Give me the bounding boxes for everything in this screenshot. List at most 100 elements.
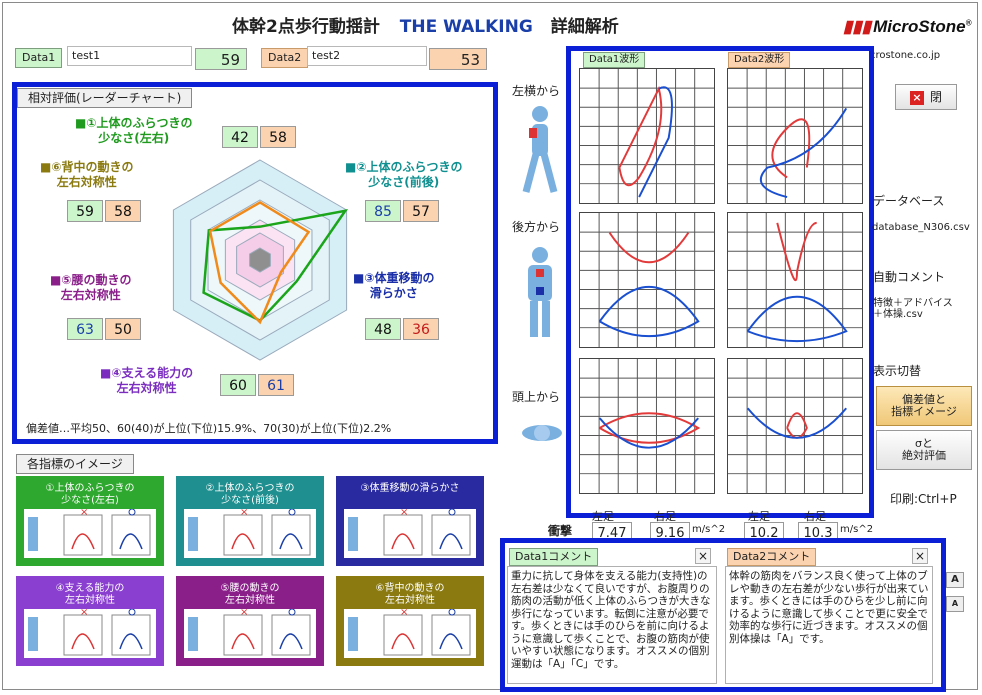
view-top-label: 頭上から xyxy=(512,390,561,404)
data2-comment-text[interactable]: 体幹の筋肉をバランス良く使って上体のブレや動きの左右差が少ない歩行が出来ています… xyxy=(725,566,933,684)
data1-comment-text[interactable]: 重力に抗して身体を支える能力(支持性)の左右差は少なくて良いですが、お腹周りの筋… xyxy=(507,566,717,684)
axis1-label-text: ■①上体のふらつきの 少なさ(左右) xyxy=(75,116,193,145)
walker-side-icon xyxy=(522,106,558,193)
waveform-grid-2-2 xyxy=(727,212,863,348)
microstone-logo: ▮▮▮MicroStone® xyxy=(843,17,972,36)
deviation-note: 偏差値…平均50、60(40)が上位(下位)15.9%、70(30)が上位(下位… xyxy=(26,422,392,435)
sigma-absolute-button[interactable]: σと 絶対評価 xyxy=(876,430,972,470)
database-file[interactable]: database_N306.csv xyxy=(872,222,970,233)
index-image-illustration: × xyxy=(344,507,476,558)
waveform-grid-3-2 xyxy=(727,358,863,494)
auto-comment-file[interactable]: 特徴＋アドバイス ＋体操.csv xyxy=(873,298,953,320)
index-image-card-1[interactable]: ①上体のふらつきの 少なさ(左右) × xyxy=(16,476,164,566)
index-image-card-6[interactable]: ⑥背中の動きの 左右対称性 × xyxy=(336,576,484,666)
axis2-data1-value: 85 xyxy=(365,200,401,222)
index-image-card-title: ⑤腰の動きの 左右対称性 xyxy=(220,583,280,606)
print-hint: 印刷:Ctrl+P xyxy=(890,492,957,506)
axis2-label: ■②上体のふらつきの 少なさ(前後) xyxy=(345,160,463,190)
axis3-data1-value: 48 xyxy=(365,318,401,340)
svg-text:×: × xyxy=(400,509,408,518)
axis3-label-text: ■③体重移動の 滑らかさ xyxy=(353,271,435,300)
waveform-panel xyxy=(566,46,874,518)
axis3-data2-value: 36 xyxy=(403,318,439,340)
index-image-card-title: ①上体のふらつきの 少なさ(左右) xyxy=(45,483,135,506)
impact-label: 衝撃 xyxy=(548,524,573,538)
title-sub: 詳細解析 xyxy=(550,17,619,37)
data1-comment-close-button[interactable]: × xyxy=(695,548,711,564)
title-product: THE WALKING xyxy=(399,17,533,37)
waveform-grid-1-1 xyxy=(579,68,715,204)
axis5-label-text: ■⑤腰の動きの 左右対称性 xyxy=(50,273,132,302)
axis5-data1-value: 63 xyxy=(67,318,103,340)
index-image-card-title: ④支える能力の 左右対称性 xyxy=(55,583,125,606)
data1-tag: Data1 xyxy=(15,48,63,68)
deviation-image-button[interactable]: 偏差値と 指標イメージ xyxy=(876,386,972,426)
axis4-label-text: ■④支える能力の 左右対称性 xyxy=(100,366,194,395)
radar-chart xyxy=(172,159,349,361)
axis2-data2-value: 57 xyxy=(403,200,439,222)
axis6-data2-value: 58 xyxy=(105,200,141,222)
index-image-card-4[interactable]: ④支える能力の 左右対称性 × xyxy=(16,576,164,666)
close-button[interactable]: ×閉 xyxy=(895,84,957,110)
data1-name-field[interactable]: test1 xyxy=(67,46,192,66)
axis2-label-text: ■②上体のふらつきの 少なさ(前後) xyxy=(345,160,463,189)
close-label: 閉 xyxy=(929,90,942,104)
data2-score: 53 xyxy=(429,48,487,70)
auto-comment-label: 自動コメント xyxy=(873,270,946,284)
index-image-illustration: × xyxy=(24,507,156,558)
axis5-label: ■⑤腰の動きの 左右対称性 xyxy=(50,273,132,303)
view-side-label: 左横から xyxy=(512,84,561,98)
axis4-label: ■④支える能力の 左右対称性 xyxy=(100,366,193,396)
index-image-card-3[interactable]: ③体重移動の滑らかさ × xyxy=(336,476,484,566)
axis3-label: ■③体重移動の 滑らかさ xyxy=(353,271,435,301)
waveform-grid-2-1 xyxy=(579,212,715,348)
impact-col-left-1: 左足 xyxy=(592,510,614,523)
wave-data2-tag: Data2波形 xyxy=(728,52,791,68)
index-image-card-title: ②上体のふらつきの 少なさ(前後) xyxy=(205,483,295,506)
logo-text: MicroStone xyxy=(873,17,966,36)
page-title: 体幹2点歩行動揺計 THE WALKING 詳細解析 xyxy=(232,12,619,37)
axis6-label-text: ■⑥背中の動きの 左右対称性 xyxy=(40,160,134,189)
font-size-up-button[interactable]: A xyxy=(946,572,964,588)
svg-text:×: × xyxy=(400,609,408,618)
display-switch-label: 表示切替 xyxy=(873,364,922,378)
wave-data1-tag: Data1波形 xyxy=(583,52,646,68)
impact-col-left-2: 左足 xyxy=(748,510,770,523)
index-image-card-title: ③体重移動の滑らかさ xyxy=(360,483,460,494)
logo-mark-icon: ▮▮▮ xyxy=(843,17,872,36)
impact-col-right-2: 右足 xyxy=(804,510,826,523)
waveform-grid-1-2 xyxy=(727,68,863,204)
waveform-grid-3-1 xyxy=(579,358,715,494)
axis6-label: ■⑥背中の動きの 左右対称性 xyxy=(40,160,134,190)
impact-unit-2: m/s^2 xyxy=(840,524,874,535)
index-image-illustration: × xyxy=(24,607,156,658)
svg-text:×: × xyxy=(80,509,88,518)
axis1-label: ■①上体のふらつきの 少なさ(左右) xyxy=(75,116,193,146)
index-image-illustration: × xyxy=(184,607,316,658)
radar-ring xyxy=(249,247,271,273)
data1-score: 59 xyxy=(195,48,247,70)
impact-col-right-1: 右足 xyxy=(654,510,676,523)
index-image-card-title: ⑥背中の動きの 左右対称性 xyxy=(375,583,445,606)
index-image-illustration: × xyxy=(344,607,476,658)
images-button[interactable]: 各指標のイメージ xyxy=(16,454,134,474)
title-main: 体幹2点歩行動揺計 xyxy=(232,17,380,37)
axis6-data1-value: 59 xyxy=(67,200,103,222)
font-size-down-button[interactable]: A xyxy=(946,596,964,612)
radar-button[interactable]: 相対評価(レーダーチャート) xyxy=(17,88,193,108)
axis4-data2-value: 61 xyxy=(258,374,294,396)
svg-text:×: × xyxy=(80,609,88,618)
data2-tag: Data2 xyxy=(261,48,309,68)
data2-comment-close-button[interactable]: × xyxy=(912,548,928,564)
impact-unit-1: m/s^2 xyxy=(692,524,726,535)
axis4-data1-value: 60 xyxy=(220,374,256,396)
walker-top-icon xyxy=(522,425,562,441)
axis5-data2-value: 50 xyxy=(105,318,141,340)
index-image-card-5[interactable]: ⑤腰の動きの 左右対称性× xyxy=(176,576,324,666)
walker-back-icon xyxy=(528,247,552,337)
index-image-card-2[interactable]: ②上体のふらつきの 少なさ(前後) × xyxy=(176,476,324,566)
close-icon: × xyxy=(909,91,924,105)
radar-series-data2 xyxy=(208,200,311,325)
data2-name-field[interactable]: test2 xyxy=(307,46,427,66)
svg-text:×: × xyxy=(240,509,248,518)
